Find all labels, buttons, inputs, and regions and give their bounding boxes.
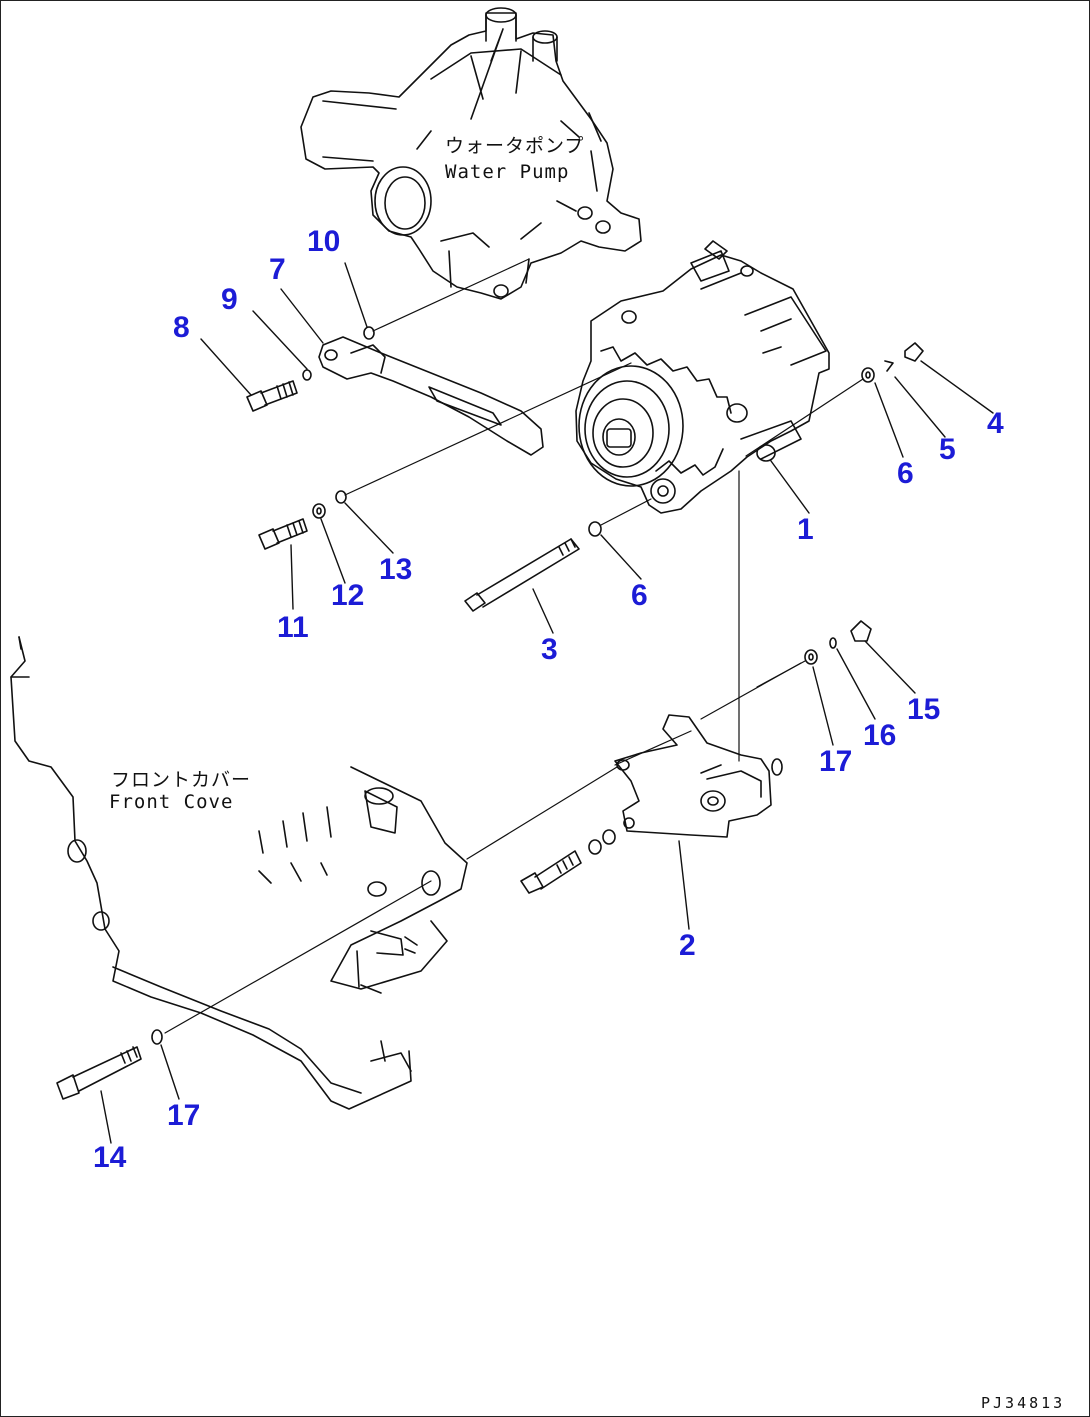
callout-4: 4: [987, 407, 1004, 440]
adjusting-arm-outline: [318, 336, 544, 456]
callout-6-bottom: 6: [631, 579, 648, 612]
alternator-outline: [575, 240, 830, 514]
drawing-code: PJ34813: [981, 1394, 1066, 1412]
callout-2: 2: [679, 929, 696, 962]
callout-5: 5: [939, 433, 956, 466]
callout-12: 12: [331, 579, 365, 612]
leader-lines: [100, 262, 994, 1144]
callout-7: 7: [269, 253, 286, 286]
callout-6-top: 6: [897, 457, 914, 490]
callout-10: 10: [307, 225, 341, 258]
callout-17-left: 17: [167, 1099, 201, 1132]
front-cover-label-en: Front Cove: [109, 791, 234, 813]
callout-3: 3: [541, 633, 558, 666]
callout-1: 1: [797, 513, 814, 546]
front-cover-label-jp: フロントカバー: [111, 769, 252, 791]
callout-17-right: 17: [819, 745, 853, 778]
callout-13: 13: [379, 553, 413, 586]
alternator-bracket-outline: [614, 714, 783, 838]
callout-9: 9: [221, 283, 238, 316]
water-pump-outline: [300, 7, 642, 300]
water-pump-label-en: Water Pump: [445, 161, 570, 183]
callout-8: 8: [173, 311, 190, 344]
callout-11: 11: [277, 611, 309, 644]
fasteners: [56, 326, 924, 1100]
front-cover-outline: [10, 636, 468, 1110]
callout-16: 16: [863, 719, 897, 752]
assembly-lines: [164, 258, 864, 1034]
callout-15: 15: [907, 693, 941, 726]
water-pump-label-jp: ウォータポンプ: [445, 135, 585, 157]
callout-14: 14: [93, 1141, 127, 1174]
